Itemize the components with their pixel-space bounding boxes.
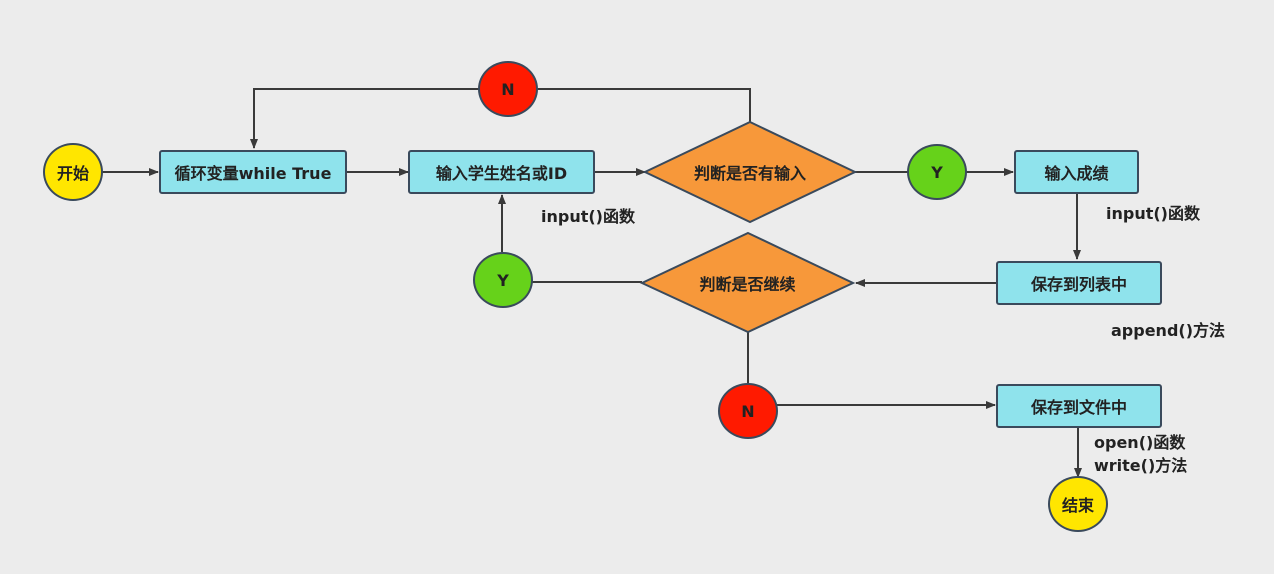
process-input-score: 输入成绩	[1014, 150, 1139, 194]
note-append: append()方法	[1111, 321, 1226, 340]
process-save-list: 保存到列表中	[996, 261, 1162, 305]
decision-continue	[639, 231, 856, 334]
edge-no-back-loop	[250, 88, 479, 149]
note-input-func-left: input()函数	[541, 207, 635, 226]
process-input-name: 输入学生姓名或ID	[408, 150, 595, 194]
end-node: 结束	[1048, 476, 1108, 532]
no-marker-top: N	[478, 61, 538, 117]
yes-marker-right: Y	[907, 144, 967, 200]
decision-has-input-label: 判断是否有输入	[693, 164, 806, 183]
no-marker-bottom: N	[718, 383, 778, 439]
yes-marker-left: Y	[473, 252, 533, 308]
note-input-func-right: input()函数	[1106, 204, 1200, 223]
process-loop: 循环变量while True	[159, 150, 347, 194]
decision-continue-label: 判断是否继续	[699, 275, 796, 294]
note-open: open()函数	[1094, 433, 1186, 452]
edge-decide-no-loop	[537, 88, 751, 122]
decision-has-input	[642, 120, 858, 224]
start-node: 开始	[43, 143, 103, 201]
note-write: write()方法	[1094, 456, 1188, 475]
process-save-file: 保存到文件中	[996, 384, 1162, 428]
